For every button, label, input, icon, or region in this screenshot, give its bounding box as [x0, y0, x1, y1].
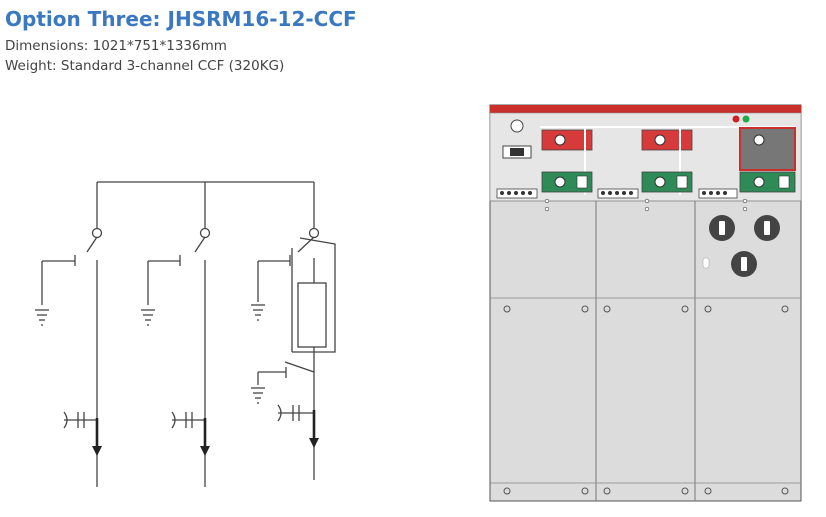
feeder-3-fuse-combination: [251, 227, 336, 480]
busbar: [96, 181, 315, 228]
panel-3: [698, 115, 796, 495]
feeder-1-load-switch: [35, 227, 103, 487]
panel-2-load-switch-red: [641, 129, 693, 151]
feeder-2-load-switch: [141, 227, 211, 487]
panel-2: [597, 127, 693, 495]
indicator-green: [742, 115, 750, 123]
panel-1-load-switch-red: [541, 129, 593, 151]
indicator-red: [732, 115, 740, 123]
page-title: Option Three: JHSRM16-12-CCF: [5, 7, 357, 31]
panel-3-switch-red: [739, 127, 796, 171]
gauge-icon: [510, 119, 524, 133]
panel-1: [496, 119, 593, 495]
weight-text: Weight: Standard 3-channel CCF (320KG): [5, 58, 285, 74]
top-red-band: [490, 105, 801, 113]
dimensions-text: Dimensions: 1021*751*1336mm: [5, 38, 227, 54]
